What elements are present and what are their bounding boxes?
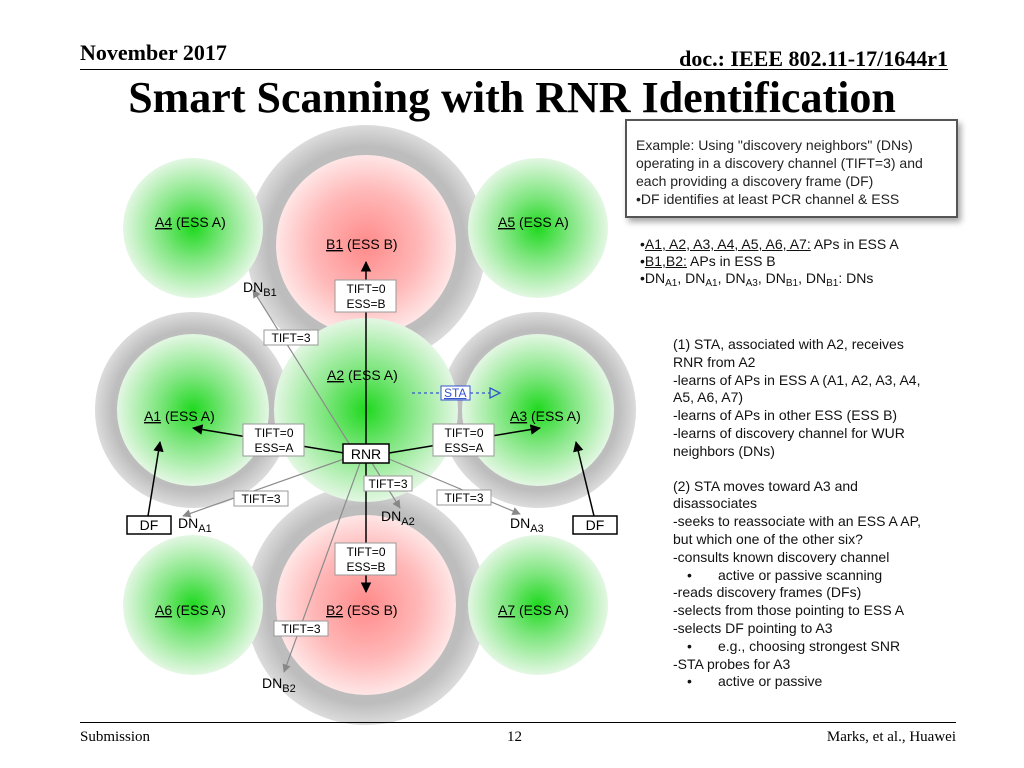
tift3-a2-label: TIFT=3 [368, 477, 407, 491]
arrow-rnr-dn-b2 [282, 462, 361, 673]
example-line: operating in a discovery channel (TIFT=3… [636, 155, 923, 171]
arrow-rnr-dn-b1 [252, 289, 351, 446]
notes-line: -seeks to reassociate with an ESS A AP, [673, 513, 921, 530]
tift0-a3-box [432, 423, 495, 457]
tift0-b2-box [334, 542, 397, 576]
slide-title: Smart Scanning with RNR Identification [128, 73, 896, 122]
notes-line: RNR from A2 [673, 353, 756, 370]
cell-b1 [276, 155, 456, 335]
df-label-a3: DF [586, 517, 605, 533]
cell-a4 [123, 158, 263, 298]
legend-ess-a: •A1, A2, A3, A4, A5, A6, A7: APs in ESS … [640, 236, 899, 252]
tift3-a3-box [436, 489, 492, 506]
tift3-a3-label: TIFT=3 [444, 491, 483, 505]
notes-line: -learns of APs in other ESS (ESS B) [673, 407, 898, 424]
tift3-b2-label: TIFT=3 [281, 622, 320, 636]
tift0-a3-line1: TIFT=0 [444, 426, 483, 440]
tift0-b2-line2: ESS=B [346, 560, 385, 574]
label-a3: A3 (ESS A) [510, 408, 581, 424]
example-line: Example: Using "discovery neighbors" (DN… [636, 137, 913, 153]
notes-line: -STA probes for A3 [673, 655, 791, 672]
notes-text: (1) STA, associated with A2, receives RN… [673, 336, 921, 691]
tift0-a3-line2: ESS=A [444, 441, 483, 455]
example-line: •DF identifies at least PCR channel & ES… [636, 191, 900, 207]
arrow-rnr-dn-a1 [182, 458, 345, 518]
tift3-b2-box [273, 620, 329, 637]
notes-line: -learns of APs in ESS A (A1, A2, A3, A4, [673, 371, 921, 388]
df-box-a3 [572, 515, 618, 535]
label-b2: B2 (ESS B) [326, 602, 398, 618]
dn-a1-label: DNA1 [178, 515, 212, 535]
df-box-a1 [126, 515, 172, 535]
rnr-label: RNR [351, 446, 381, 462]
tift3-b1-label: TIFT=3 [271, 331, 310, 345]
label-a7: A7 (ESS A) [498, 602, 569, 618]
dn-b1-label: DNB1 [243, 279, 277, 299]
notes-line: (2) STA moves toward A3 and [673, 477, 858, 494]
legend-ess-b: •B1,B2: APs in ESS B [640, 253, 776, 269]
footer-divider [80, 722, 956, 723]
tift0-b1-line2: ESS=B [346, 297, 385, 311]
notes-line: -reads discovery frames (DFs) [673, 584, 862, 601]
cell-a7 [468, 535, 608, 675]
notes-line: -consults known discovery channel [673, 548, 890, 565]
dn-b2-label: DNB2 [262, 675, 296, 695]
cell-a6 [123, 535, 263, 675]
arrow-df-a3 [573, 440, 595, 517]
label-a4: A4 (ESS A) [155, 214, 226, 230]
rnr-box [342, 443, 390, 464]
notes-line: -learns of discovery channel for WUR [673, 424, 905, 441]
notes-line: -selects DF pointing to A3 [673, 619, 833, 636]
dn-a3-label: DNA3 [510, 515, 544, 535]
notes-bullet: •active or passive [687, 673, 823, 690]
notes-line: disassociates [673, 495, 758, 512]
notes-spacer [673, 461, 921, 478]
df-label-a1: DF [140, 517, 159, 533]
dn-a2-label: DNA2 [381, 508, 415, 528]
legend-dns: •DNA1, DNA1, DNA3, DNB1, DNB1: DNs [640, 270, 874, 289]
tift3-a1-box [233, 490, 289, 507]
tift0-b1-line1: TIFT=0 [346, 282, 385, 296]
tift0-b1-box [334, 279, 397, 313]
label-a6: A6 (ESS A) [155, 602, 226, 618]
arrow-df-a1 [147, 440, 164, 517]
cell-b2 [276, 515, 456, 695]
tift3-a2-box [363, 475, 413, 492]
example-line: each providing a discovery frame (DF) [636, 173, 874, 189]
footer-authors: Marks, et al., Huawei [826, 729, 956, 745]
cell-a5 [468, 158, 608, 298]
notes-line: A5, A6, A7) [673, 389, 744, 406]
tift0-a1-line1: TIFT=0 [254, 426, 293, 440]
notes-line: but which one of the other six? [673, 530, 863, 547]
header-divider [80, 69, 948, 70]
arrow-rnr-dn-a3 [388, 458, 521, 515]
notes-line: neighbors (DNs) [673, 442, 775, 459]
legend: •A1, A2, A3, A4, A5, A6, A7: APs in ESS … [640, 236, 899, 292]
label-a1: A1 (ESS A) [144, 408, 215, 424]
sta-movement: STA [412, 385, 502, 401]
footer-page-number: 12 [507, 729, 522, 745]
notes-bullet: •active or passive scanning [687, 566, 883, 583]
tift0-a1-box [242, 423, 305, 457]
example-callout: Example: Using "discovery neighbors" (DN… [625, 119, 958, 218]
header-doc-id: doc.: IEEE 802.11-17/1644r1 [679, 46, 948, 71]
footer-submission: Submission [80, 729, 151, 745]
label-a5: A5 (ESS A) [498, 214, 569, 230]
notes-line: -selects from those pointing to ESS A [673, 602, 905, 619]
header-date: November 2017 [80, 40, 227, 65]
tift3-a1-label: TIFT=3 [241, 492, 280, 506]
tift3-b1-box [263, 329, 319, 346]
tift0-a1-line2: ESS=A [254, 441, 293, 455]
sta-label: STA [444, 386, 466, 400]
notes-bullet: •e.g., choosing strongest SNR [687, 637, 901, 654]
label-a2: A2 (ESS A) [327, 367, 398, 383]
label-b1: B1 (ESS B) [326, 236, 398, 252]
notes-line: (1) STA, associated with A2, receives [673, 336, 904, 352]
tift0-b2-line1: TIFT=0 [346, 545, 385, 559]
